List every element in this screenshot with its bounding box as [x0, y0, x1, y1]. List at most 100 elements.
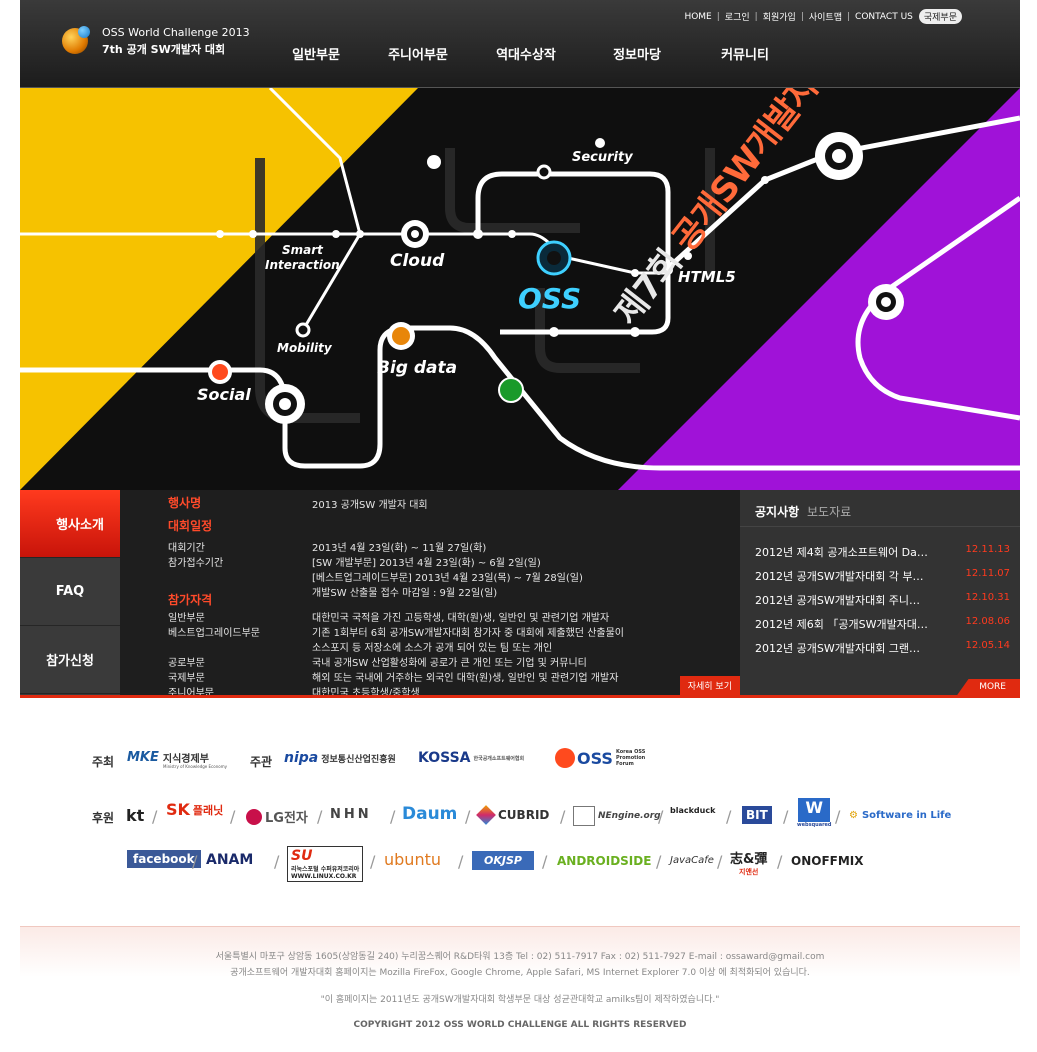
nav-general[interactable]: 일반부문 [292, 48, 340, 63]
event-more-button[interactable]: 자세히 보기 [679, 676, 740, 695]
notice-title: 2012년 제4회 공개소프트웨어 Da… [755, 546, 928, 559]
nav-community[interactable]: 커뮤니티 [721, 48, 769, 63]
sil-name: Software in Life [861, 810, 952, 821]
logo-androidside[interactable]: ANDROIDSIDE [557, 854, 652, 868]
hero-label-html5: HTML5 [678, 268, 736, 286]
content-strip: 행사소개 FAQ 참가신청 행사명 2013 공개SW 개발자 대회 대회일정 … [20, 490, 1020, 698]
logo-bit[interactable]: BIT [742, 806, 772, 824]
util-link-sitemap[interactable]: 사이트맵 [808, 13, 842, 23]
logo-onoffmix[interactable]: ONOFFMIX [791, 854, 864, 868]
footer-copyright: COPYRIGHT 2012 OSS WORLD CHALLENGE ALL R… [353, 1020, 687, 1030]
logo-javacafe[interactable]: JavaCafe [670, 855, 714, 866]
util-link-contact[interactable]: CONTACT US [855, 11, 913, 22]
footer-browser-note: 공개소프트웨어 개발자대회 홈페이지는 Mozilla FireFox, Goo… [230, 968, 810, 978]
nav-info[interactable]: 정보마당 [613, 48, 661, 63]
oss-forum-name: Korea OSS Promotion Forum [615, 749, 646, 767]
websquared-name: websquared [797, 822, 832, 828]
sidebar-item-faq[interactable]: FAQ [20, 558, 120, 626]
notice-item[interactable]: 2012년 제4회 공개소프트웨어 Da… 12.11.13 [755, 544, 1010, 560]
mke-sub: Ministry of Knowledge Economy [163, 764, 227, 769]
site-logo[interactable]: OSS World Challenge 2013 7th 공개 SW개발자 대회 [62, 24, 262, 64]
sidebar-item-apply[interactable]: 참가신청 [20, 626, 120, 694]
qualify-label: 일반부문 [168, 613, 205, 624]
nipa-name: 정보통신산업진흥원 [321, 754, 396, 765]
logo-websquared[interactable]: W websquared [797, 798, 832, 828]
logo-jiyeon[interactable]: 志&彈 지앤선 [730, 848, 767, 877]
qualify-value: 대한민국 국적을 가진 고등학생, 대학(원)생, 일반인 및 관련기업 개발자 [312, 613, 610, 624]
logo-software-in-life[interactable]: ⚙ Software in Life [849, 810, 951, 821]
tab-press[interactable]: 보도자료 [807, 505, 852, 519]
notice-item[interactable]: 2012년 공개SW개발자대회 각 부… 12.11.07 [755, 568, 1010, 584]
organizer-label: 주관 [250, 755, 273, 769]
logo-facebook[interactable]: facebook [127, 850, 201, 868]
nengine-name: NEngine.org [598, 811, 661, 821]
event-name-heading: 행사명 [168, 496, 202, 510]
qualify-label: 공로부문 [168, 658, 205, 669]
logo-superuser[interactable]: SU 리눅스포털 수퍼유저코리아 WWW.LINUX.CO.KR [287, 846, 364, 882]
nav-winners[interactable]: 역대수상작 [496, 48, 556, 63]
util-link-login[interactable]: 로그인 [724, 13, 750, 23]
notice-title: 2012년 공개SW개발자대회 주니… [755, 594, 921, 607]
util-link-home[interactable]: HOME [684, 11, 712, 22]
util-link-join[interactable]: 회원가입 [762, 13, 796, 23]
footer-credit: "이 홈페이지는 2011년도 공개SW개발자대회 학생부문 대상 성균관대학교… [320, 995, 720, 1005]
international-badge[interactable]: 국제부문 [918, 9, 962, 24]
notice-item[interactable]: 2012년 공개SW개발자대회 주니…12.10.31 [755, 592, 1010, 608]
notice-date: 12.11.07 [965, 568, 1010, 579]
notice-item[interactable]: 2012년 공개SW개발자대회 그랜…12.05.14 [755, 640, 1010, 656]
logo-nipa[interactable]: nipa 정보통신산업진흥원 [284, 750, 396, 766]
logo-oss-forum[interactable]: OSS Korea OSS Promotion Forum [555, 748, 660, 768]
notice-title: 2012년 공개SW개발자대회 그랜… [755, 642, 921, 655]
schedule-value: 2013년 4월 23일(화) ~ 11월 27일(화) [312, 543, 487, 554]
logo-nhn[interactable]: NHN [330, 807, 372, 822]
su-url: WWW.LINUX.CO.KR [291, 873, 357, 880]
notice-date: 12.11.13 [965, 544, 1010, 555]
qualify-value: 소스포지 등 저장소에 소스가 공개 되어 있는 팀 또는 개인 [312, 643, 553, 654]
websquared-icon: W [798, 798, 831, 822]
main-nav: 일반부문 주니어부문 역대수상작 정보마당 커뮤니티 [270, 44, 794, 63]
schedule-label: 대회기간 [168, 543, 205, 554]
notice-item[interactable]: 2012년 제6회 「공개SW개발자대…12.08.06 [755, 616, 1010, 632]
nengine-icon [573, 806, 595, 826]
qualify-label: 국제부문 [168, 673, 205, 684]
hero-banner: Security Smart Interaction Cloud OSS HTM… [20, 88, 1020, 490]
logo-mke[interactable]: MKE 지식경제부 [127, 750, 209, 765]
support-label: 후원 [92, 811, 115, 825]
qualify-value: 기존 1회부터 6회 공개SW개발자대회 참가자 중 대회에 제출했던 산출물이 [312, 628, 624, 639]
qualify-value: 국내 공개SW 산업활성화에 공로가 큰 개인 또는 기업 및 커뮤니티 [312, 658, 587, 669]
logo-kossa[interactable]: KOSSA 한국공개소프트웨어협회 [418, 750, 524, 766]
kossa-name: 한국공개소프트웨어협회 [473, 755, 525, 762]
sk-sub: 플래닛 [192, 803, 224, 817]
jiyeon-sub: 지앤선 [739, 868, 759, 876]
qualify-label: 주니어부문 [168, 688, 214, 695]
cubrid-icon [476, 805, 496, 825]
site-container: OSS World Challenge 2013 7th 공개 SW개발자 대회… [20, 0, 1020, 1052]
logo-ubuntu[interactable]: ubuntu [384, 850, 441, 869]
logo-anam[interactable]: ANAM [206, 852, 254, 868]
qualify-label: 베스트업그레이드부문 [168, 628, 260, 639]
hero-label-bigdata: Big data [377, 358, 458, 378]
hero-label-social: Social [197, 385, 251, 404]
logo-blackduck[interactable]: blackduck [670, 806, 716, 815]
logo-kt[interactable]: kt [126, 806, 145, 825]
sidebar: 행사소개 FAQ 참가신청 [20, 490, 140, 695]
notice-board: 공지사항 보도자료 2012년 제4회 공개소프트웨어 Da…12.11.13 … [740, 490, 1020, 695]
notice-title: 2012년 공개SW개발자대회 각 부… [755, 570, 924, 583]
jiyeon-mark: 志&彈 [730, 852, 768, 867]
cubrid-name: CUBRID [498, 808, 550, 822]
hero-label-security: Security [572, 150, 633, 165]
logo-daum[interactable]: Daum [402, 804, 458, 824]
logo-sk-planet[interactable]: SK 플래닛 [166, 800, 223, 819]
logo-cubrid[interactable]: CUBRID [476, 805, 550, 825]
logo-nengine[interactable]: NEngine.org [573, 806, 661, 826]
tab-notice[interactable]: 공지사항 [755, 505, 800, 519]
hero-label-smart: Smart [282, 243, 323, 257]
schedule-heading: 대회일정 [168, 519, 213, 533]
logo-lg[interactable]: LG전자 [246, 807, 308, 826]
logo-okjsp[interactable]: OKJSP [472, 851, 534, 870]
notice-more-button[interactable]: MORE [957, 679, 1020, 695]
schedule-value: [베스트업그레이드부문] 2013년 4월 23일(목) ~ 7월 28일(일) [312, 573, 583, 584]
nav-junior[interactable]: 주니어부문 [388, 48, 448, 63]
oss-mark: OSS [577, 748, 613, 768]
hero-graphic [20, 88, 1020, 490]
